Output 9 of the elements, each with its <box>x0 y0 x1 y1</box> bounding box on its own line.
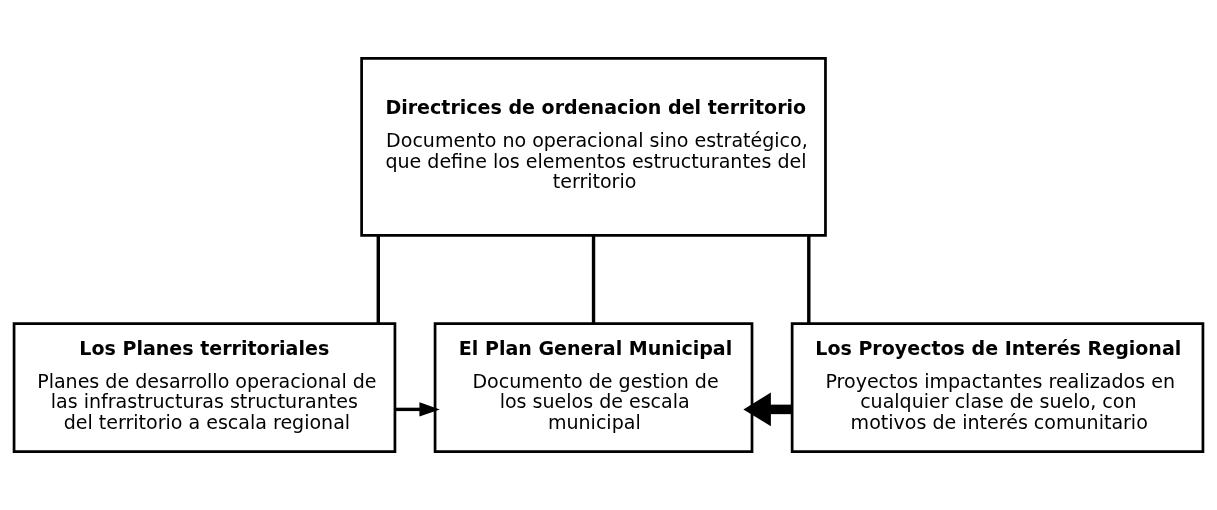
node-box: Directrices de ordenacion del territorio Documento no operacional sino estratégico, que define los elementos estructurantes del territorio <box>360 57 827 237</box>
connector <box>807 235 811 324</box>
connector <box>591 235 596 324</box>
arrow <box>743 392 792 427</box>
arrow <box>395 402 440 417</box>
connector <box>376 235 380 324</box>
node-box: Los Planes territoriales Planes de desarrollo operacional de las infrastructuras structurantes del territorio a escala regional <box>12 322 397 453</box>
node-box: Los Proyectos de Interés Regional Proyectos impactantes realizados en cualquier clase de suelo, con motivos de interés comunitario <box>790 322 1205 453</box>
node-box: El Plan General Municipal Documento de gestion de los suelos de escala municipal <box>433 322 754 453</box>
